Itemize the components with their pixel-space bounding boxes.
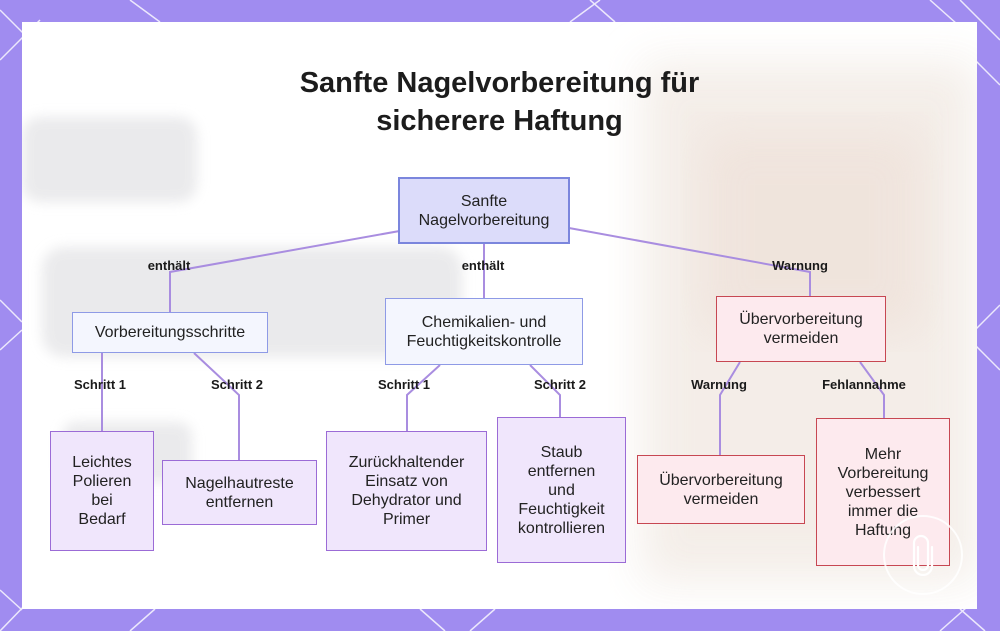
node-avoid-overpreparation: Übervorbereitung vermeiden	[716, 296, 886, 362]
title-line-1: Sanfte Nagelvorbereitung für	[299, 67, 700, 99]
edge-chem-step1	[406, 364, 441, 431]
paperclip-icon	[912, 534, 934, 577]
edge-label-contains-2: enthält	[461, 258, 505, 273]
edge-label-warn-warning: Warnung	[691, 377, 747, 392]
node-light-polishing: Leichtes Polieren bei Bedarf	[50, 431, 154, 551]
edge-prep-step2	[193, 352, 240, 460]
edge-label-chem-step1: Schritt 1	[377, 377, 431, 392]
connector-lines	[101, 226, 885, 460]
edge-label-prep-step1: Schritt 1	[73, 377, 127, 392]
node-root: Sanfte Nagelvorbereitung	[398, 177, 570, 244]
edge-label-contains-1: enthält	[147, 258, 191, 273]
edge-label-chem-step2: Schritt 2	[533, 377, 587, 392]
node-remove-cuticle: Nagelhautreste entfernen	[162, 460, 317, 525]
node-dehydrator-primer: Zurückhaltender Einsatz von Dehydrator u…	[326, 431, 487, 551]
edge-label-warning-root: Warnung	[772, 258, 828, 273]
node-dust-moisture: Staub entfernen und Feuchtigkeit kontrol…	[497, 417, 626, 563]
diagram-title: Sanfte Nagelvorbereitung für sicherere H…	[22, 64, 977, 140]
edge-warn-misconception	[859, 361, 885, 418]
node-preparation-steps: Vorbereitungsschritte	[72, 312, 268, 353]
edge-root-warning	[568, 227, 811, 296]
logo-badge	[883, 515, 963, 595]
edge-label-misconception: Fehlannahme	[822, 377, 906, 392]
edge-label-prep-step2: Schritt 2	[210, 377, 264, 392]
diagram-card: Sanfte Nagelvorbereitung für sicherere H…	[22, 22, 977, 609]
edge-warn-warning	[719, 361, 741, 455]
title-line-2: sicherere Haftung	[376, 105, 623, 137]
edge-chem-step2	[529, 364, 561, 417]
node-chemical-moisture-control: Chemikalien- und Feuchtigkeitskontrolle	[385, 298, 583, 365]
edge-root-prep	[169, 226, 423, 312]
node-avoid-overpreparation-leaf: Übervorbereitung vermeiden	[637, 455, 805, 524]
